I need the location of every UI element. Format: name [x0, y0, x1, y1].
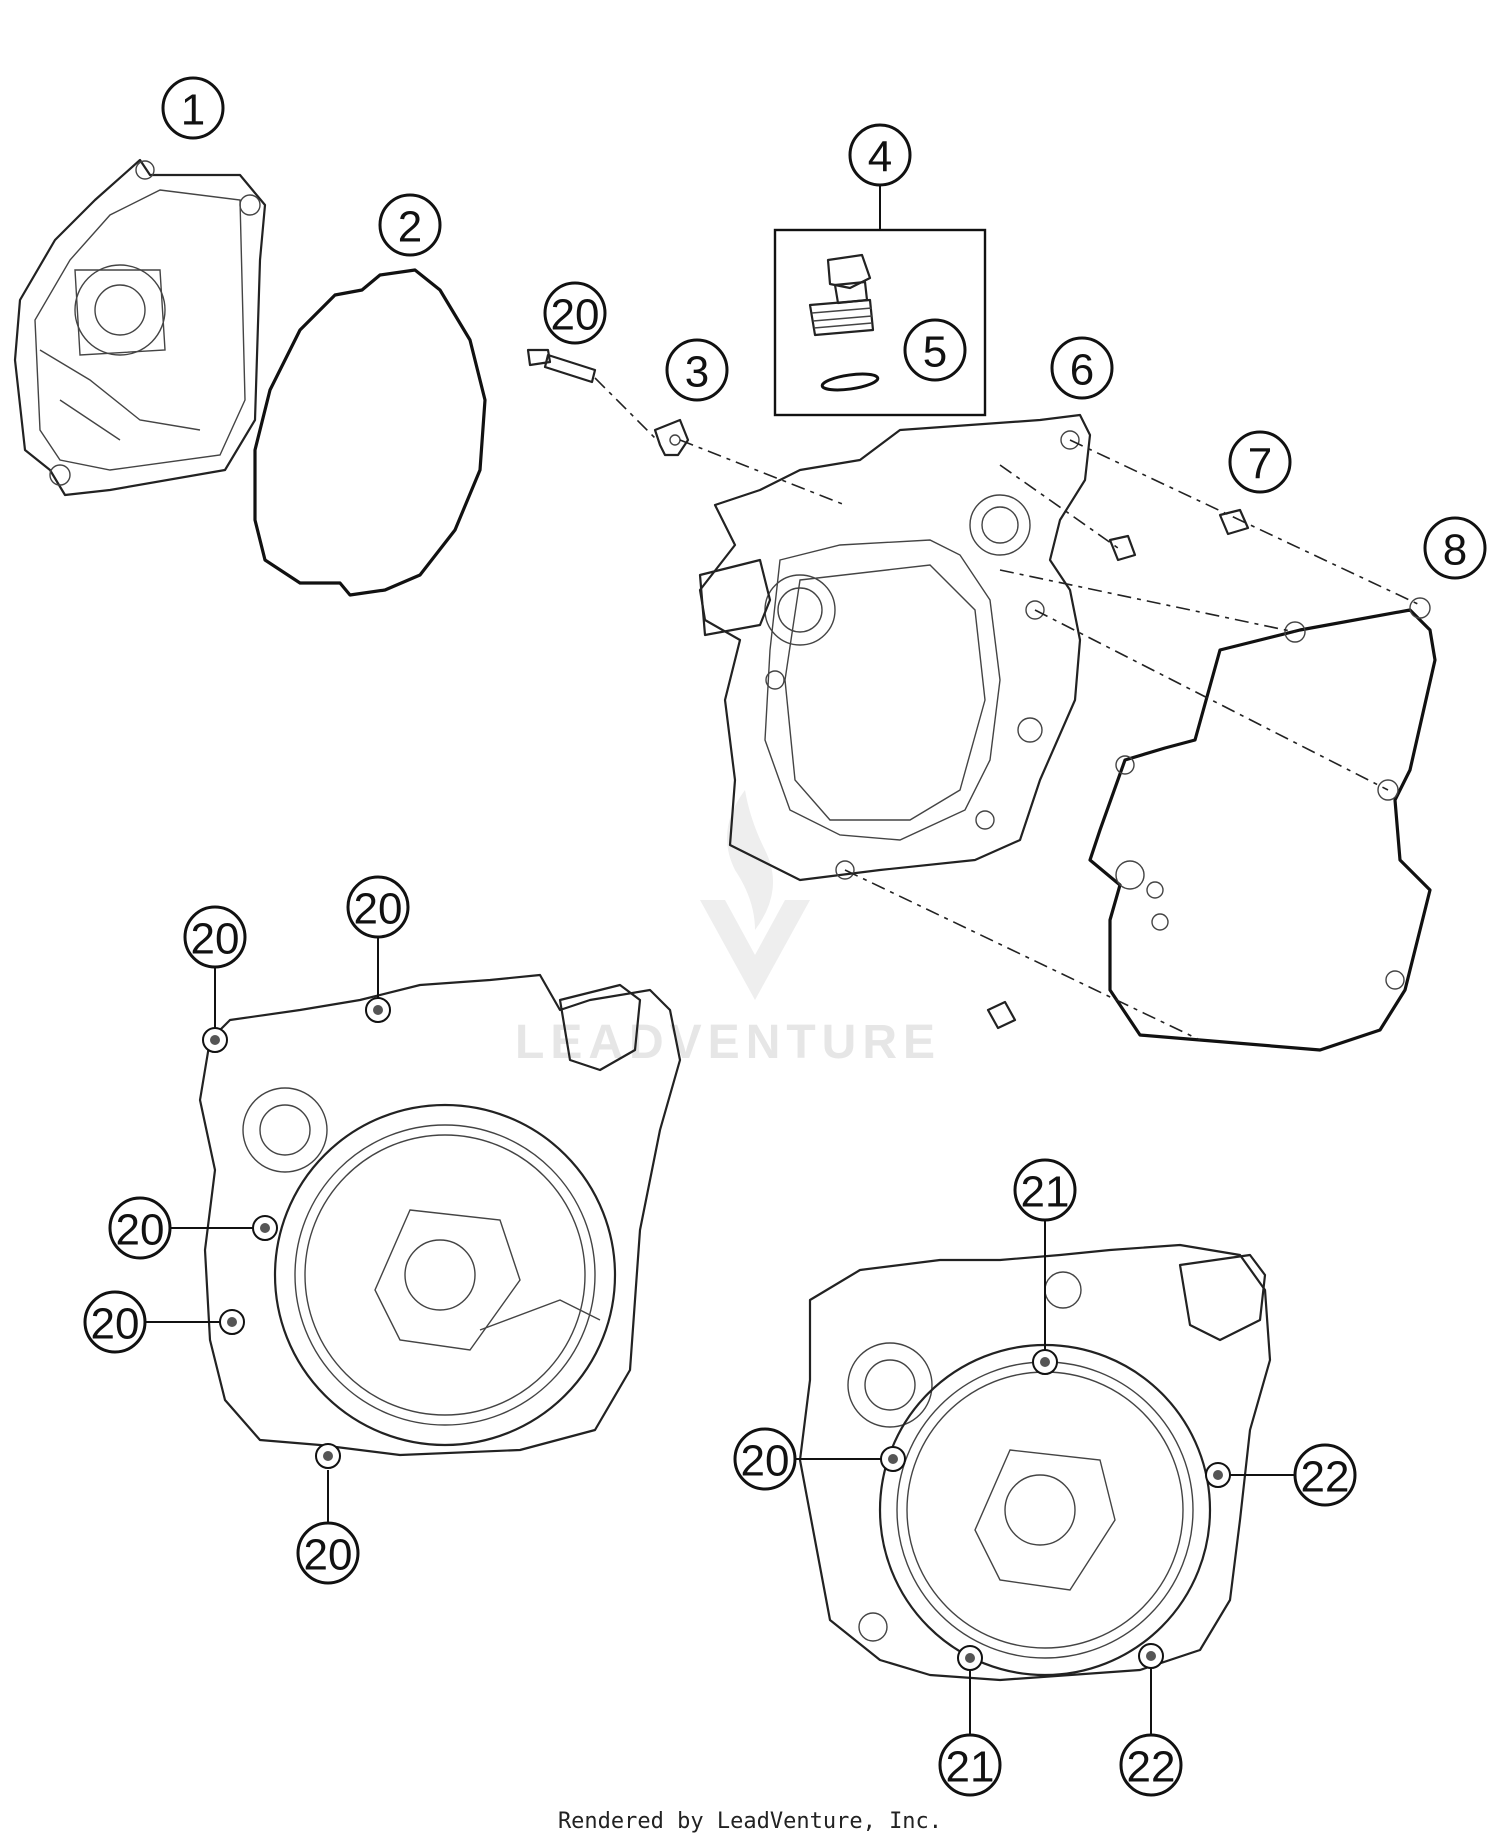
callout-number: 20 — [551, 291, 600, 340]
callout-2: 2 — [378, 193, 442, 257]
callout-5: 5 — [903, 318, 967, 382]
callout-number: 4 — [868, 133, 892, 182]
bolt-20-part — [526, 348, 597, 384]
callout-number: 20 — [91, 1300, 140, 1349]
bolt-marker — [202, 1027, 228, 1053]
bolts — [202, 997, 1231, 1671]
clutch-cover-part — [698, 413, 1092, 882]
leader-lines — [145, 935, 1295, 1735]
callout-4: 4 — [848, 123, 912, 187]
cover-gasket-part — [253, 268, 487, 597]
bolt-marker — [219, 1309, 245, 1335]
callout-21-bottom: 21 — [938, 1733, 1002, 1797]
alignment-lines — [594, 377, 1421, 1041]
callout-number: 2 — [398, 203, 422, 252]
callout-8: 8 — [1423, 516, 1487, 580]
oil-plug-part — [808, 253, 875, 337]
bolt-marker — [365, 997, 391, 1023]
callout-number: 7 — [1248, 440, 1272, 489]
callout-number: 22 — [1301, 1453, 1350, 1502]
callout-number: 1 — [181, 86, 205, 135]
bolt-marker — [315, 1443, 341, 1469]
callout-22-right: 22 — [1293, 1443, 1357, 1507]
oil-plug-kit-box — [773, 185, 987, 417]
callout-number: 21 — [946, 1743, 995, 1792]
callout-20-left-c: 20 — [108, 1196, 172, 1260]
dowel-pin-parts — [986, 508, 1250, 1030]
footer-credit: Rendered by LeadVenture, Inc. — [558, 1809, 942, 1834]
clutch-cover-gasket-part — [1088, 597, 1437, 1052]
callout-1: 1 — [161, 76, 225, 140]
bolt-marker — [252, 1215, 278, 1241]
callout-number: 21 — [1021, 1168, 1070, 1217]
assembled-view-left — [198, 973, 682, 1457]
callout-7: 7 — [1228, 430, 1292, 494]
o-ring-part — [820, 372, 880, 392]
callout-6: 6 — [1050, 336, 1114, 400]
watermark: LEADVENTURE — [515, 790, 941, 1069]
ignition-cover-part — [13, 158, 267, 497]
callout-3: 3 — [665, 338, 729, 402]
callout-21-top: 21 — [1013, 1158, 1077, 1222]
callout-number: 20 — [354, 885, 403, 934]
bolt-marker — [1205, 1462, 1231, 1488]
callout-22-bottom: 22 — [1119, 1733, 1183, 1797]
callout-20-left-b: 20 — [183, 905, 247, 969]
cable-clip-part — [653, 418, 690, 457]
callout-number: 20 — [304, 1531, 353, 1580]
callout-number: 5 — [923, 328, 947, 377]
callout-20-top: 20 — [543, 281, 607, 345]
callout-number: 6 — [1070, 346, 1094, 395]
bolt-marker — [880, 1446, 906, 1472]
callout-number: 20 — [741, 1437, 790, 1486]
assembled-view-right — [798, 1243, 1272, 1682]
bolt-marker — [1138, 1643, 1164, 1669]
callout-20-left-e: 20 — [296, 1521, 360, 1585]
callout-number: 20 — [191, 915, 240, 964]
watermark-text: LEADVENTURE — [515, 1016, 941, 1069]
callout-20-left-d: 20 — [83, 1290, 147, 1354]
callout-number: 20 — [116, 1206, 165, 1255]
callout-20-right: 20 — [733, 1427, 797, 1491]
callout-20-left-a: 20 — [346, 875, 410, 939]
bolt-marker — [957, 1645, 983, 1671]
bolt-marker — [1032, 1349, 1058, 1375]
callout-number: 22 — [1127, 1743, 1176, 1792]
callout-number: 8 — [1443, 526, 1467, 575]
callout-number: 3 — [685, 348, 709, 397]
